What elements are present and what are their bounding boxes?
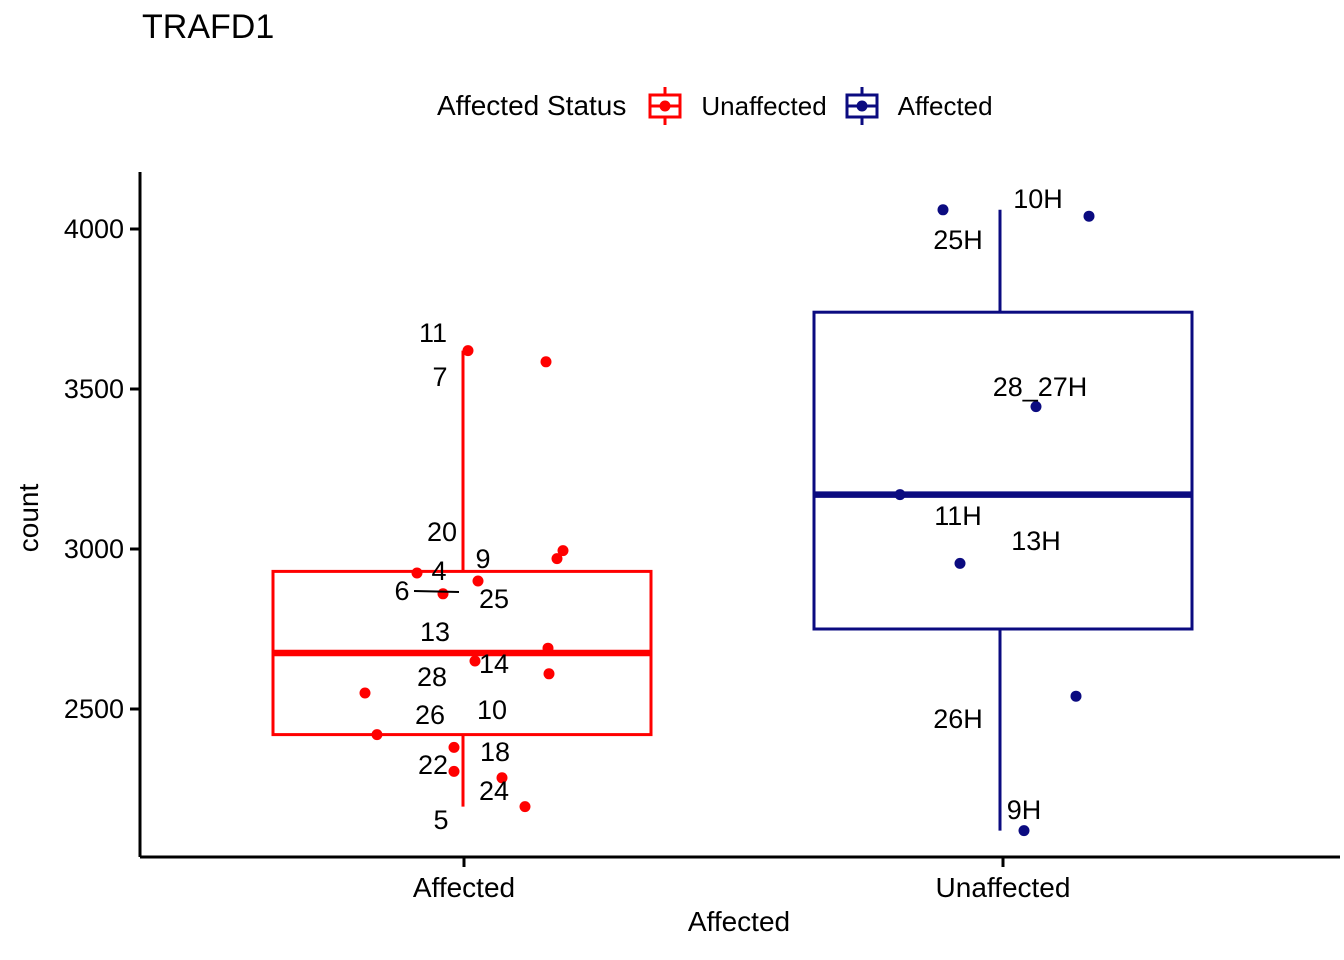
legend: Affected Status Unaffected Affected	[437, 84, 993, 128]
data-point	[1070, 690, 1082, 702]
point-label: 22	[418, 750, 448, 780]
data-point	[542, 642, 554, 654]
data-point	[371, 729, 383, 741]
point-label: 20	[427, 517, 457, 547]
data-point	[359, 687, 371, 699]
chart-title: TRAFD1	[142, 8, 275, 46]
point-label: 11H	[934, 501, 982, 531]
x-axis-title: Affected	[687, 906, 791, 937]
legend-label-unaffected: Unaffected	[701, 90, 827, 121]
box	[812, 310, 1194, 631]
data-point	[540, 356, 552, 368]
data-point	[411, 567, 423, 579]
point-label: 24	[479, 776, 509, 806]
point-label: 25H	[933, 225, 983, 255]
point-label: 10H	[1013, 184, 1063, 214]
point-label: 11	[419, 318, 447, 348]
data-point	[557, 545, 569, 557]
data-point	[1083, 210, 1095, 222]
point-label: 26	[415, 700, 445, 730]
legend-title: Affected Status	[437, 90, 627, 121]
legend-item-unaffected: Unaffected	[645, 85, 827, 127]
point-label: 7	[432, 362, 447, 392]
y-tick-label: 2500	[64, 694, 124, 724]
data-point	[1018, 825, 1030, 837]
data-point	[448, 741, 460, 753]
data-point	[519, 801, 531, 813]
data-point	[894, 489, 906, 501]
point-label: 25	[479, 584, 509, 614]
point-label: 28_27H	[993, 372, 1088, 402]
y-axis-title: count	[13, 483, 44, 553]
data-point	[472, 575, 484, 587]
point-label: 5	[433, 805, 448, 835]
data-point	[543, 668, 555, 680]
data-point	[496, 772, 508, 784]
data-point	[937, 204, 949, 216]
point-label: 4	[431, 556, 446, 586]
legend-label-affected: Affected	[897, 90, 993, 121]
data-point	[437, 588, 449, 600]
boxplot-key-icon-unaffected	[648, 87, 682, 125]
legend-item-affected: Affected	[842, 85, 993, 127]
point-label: 9H	[1007, 795, 1042, 825]
data-point	[551, 553, 563, 565]
data-point	[448, 765, 460, 777]
point-label: 10	[477, 695, 507, 725]
x-tick-label: Affected	[413, 872, 515, 903]
point-label: 28	[417, 662, 447, 692]
point-label: 18	[480, 737, 510, 767]
y-tick-label: 3000	[64, 534, 124, 564]
y-tick-label: 4000	[64, 214, 124, 244]
point-label: 26H	[933, 704, 983, 734]
data-point	[954, 557, 966, 569]
point-label: 6	[394, 576, 409, 606]
data-point	[1030, 401, 1042, 413]
x-tick-label: Unaffected	[936, 872, 1071, 903]
point-label: 9	[475, 544, 490, 574]
data-point	[469, 655, 481, 667]
point-label: 14	[479, 649, 509, 679]
y-tick-label: 3500	[64, 374, 124, 404]
label-leader-line	[413, 590, 460, 593]
point-label: 13H	[1011, 526, 1061, 556]
point-label: 13	[420, 617, 450, 647]
data-point	[462, 345, 474, 357]
boxplot-key-icon-affected	[845, 87, 879, 125]
